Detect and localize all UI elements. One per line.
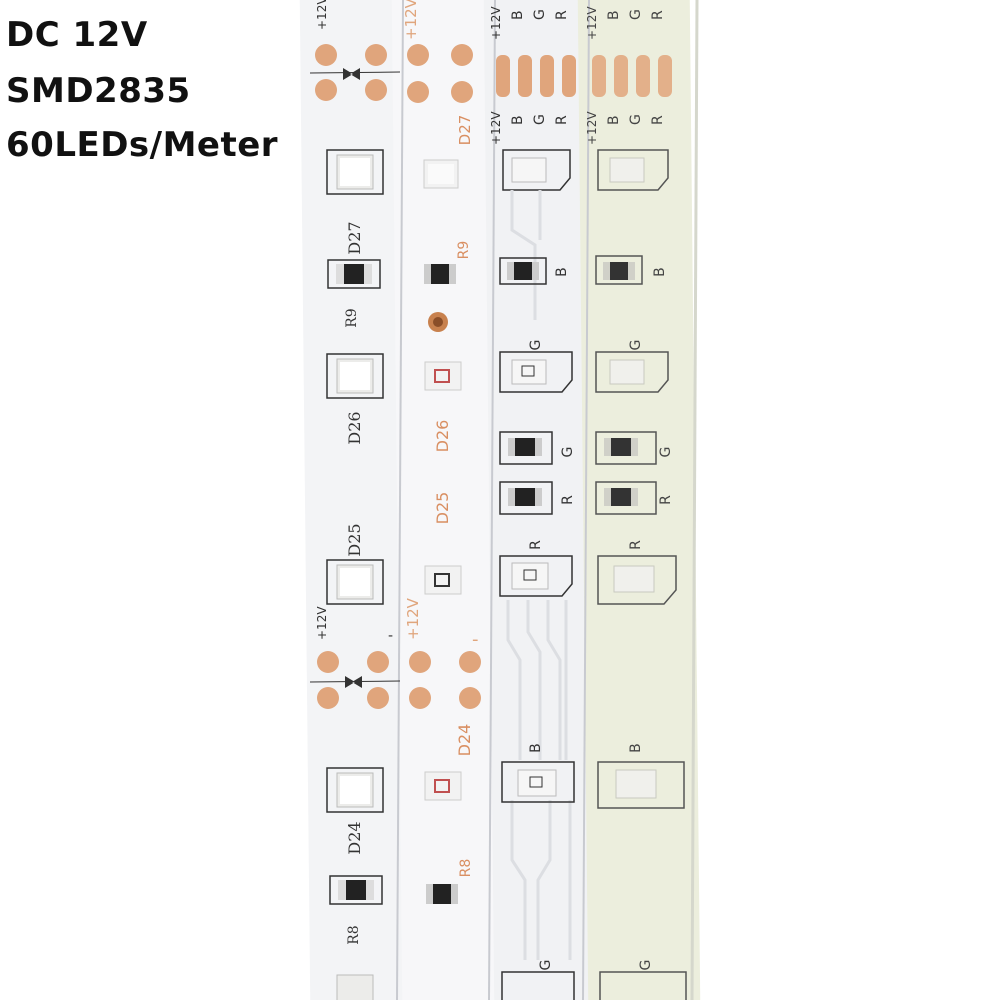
- label-d27: D27: [345, 221, 364, 254]
- pad-label-g-3: G: [532, 9, 548, 20]
- led-rgb-2-strip3: [499, 351, 573, 393]
- led-d26-strip2: [424, 361, 462, 391]
- label-g-bottom-4: G: [638, 960, 654, 971]
- led-d25-strip1: [326, 559, 384, 605]
- strip-2-pcb: [391, 0, 501, 1000]
- label-d24-2: D24: [455, 724, 474, 757]
- resistor-b-strip3: [499, 257, 547, 285]
- pad-label-r-3b: R: [554, 115, 570, 125]
- label-r-res-3: R: [560, 495, 576, 505]
- strip-1-pcb: [299, 0, 409, 1000]
- label-g-res-3: G: [560, 447, 576, 458]
- strip-3: +12V B G R +12V B G R B G G: [489, 6, 576, 1000]
- label-b-res-3: B: [554, 267, 570, 277]
- pad-label-12v-4: +12V: [585, 6, 599, 40]
- label-r8-2: R8: [458, 859, 474, 878]
- label-d25-2: D25: [433, 492, 452, 525]
- resistor-r9-strip1: [327, 259, 381, 289]
- pad-label-plus-mid: +12V: [315, 606, 329, 640]
- label-r-res-4: R: [658, 495, 674, 505]
- led-rgb-4-strip3: [501, 761, 575, 803]
- resistor-r-strip3: [499, 481, 553, 515]
- copper-pads-top-4: [592, 55, 672, 97]
- label-d26: D26: [345, 411, 364, 444]
- strip-1: +12V D27 R9 D26 D25: [309, 0, 401, 1000]
- resistor-g-strip4: [595, 431, 657, 465]
- resistor-r8-strip2: [426, 884, 458, 904]
- label-b-led-4: B: [628, 743, 644, 753]
- label-r9: R9: [344, 308, 360, 327]
- label-d26-2: D26: [433, 420, 452, 453]
- solder-pads-mid-1: [309, 651, 401, 709]
- pad-label-minus-2-mid: -: [472, 629, 479, 650]
- label-g-led-3: G: [528, 340, 544, 351]
- resistor-r9-strip2: [424, 264, 456, 284]
- led-rgb-1-strip3: [502, 149, 571, 191]
- led-d25-strip2: [424, 565, 462, 595]
- pad-label-12v-3b: +12V: [489, 111, 503, 145]
- pad-label-12v-4b: +12V: [585, 111, 599, 145]
- spec-density: 60LEDs/Meter: [6, 125, 279, 165]
- pad-label-r-4: R: [650, 10, 666, 20]
- label-r8: R8: [346, 925, 362, 944]
- label-r-led-4: R: [628, 540, 644, 550]
- led-d24-strip1: [326, 767, 384, 813]
- label-g-led-4: G: [628, 340, 644, 351]
- strip-4: +12V B G R +12V B G R B G G: [585, 6, 687, 1000]
- resistor-r-strip4: [595, 481, 657, 515]
- strip-4-pcb: [577, 0, 701, 1000]
- label-r9-2: R9: [456, 241, 472, 260]
- resistor-r8-strip1: [329, 875, 383, 905]
- led-d26-strip1: [326, 353, 384, 399]
- label-b-led-3: B: [528, 743, 544, 753]
- led-d27-strip1: [326, 149, 384, 195]
- led-rgb-2-strip4: [595, 351, 669, 393]
- led-rgb-1-strip4: [597, 149, 669, 191]
- resistor-b-strip4: [595, 255, 643, 285]
- solder-pads-mid-2: [409, 651, 481, 709]
- pad-label-b-4: B: [606, 10, 622, 20]
- led-rgb-3-strip4: [597, 555, 677, 605]
- pad-label-plus: +12V: [315, 0, 329, 30]
- led-rgb-4-strip4: [597, 761, 685, 809]
- led-d24-strip2: [424, 771, 462, 801]
- pad-label-plus-2: +12V: [402, 0, 420, 40]
- spec-chip: SMD2835: [6, 71, 191, 111]
- pad-label-g-4: G: [628, 9, 644, 20]
- pad-label-plus-2-mid: +12V: [404, 597, 422, 640]
- pad-label-g-4b: G: [628, 114, 644, 125]
- pad-label-g-3b: G: [532, 114, 548, 125]
- spec-voltage: DC 12V: [6, 15, 148, 55]
- led-d27-strip2: [423, 159, 459, 189]
- label-g-res-4: G: [658, 447, 674, 458]
- label-b-res-4: B: [652, 267, 668, 277]
- solder-pads-top-2: [407, 44, 473, 103]
- resistor-g-strip3: [499, 431, 553, 465]
- copper-pads-top-3: [496, 55, 576, 97]
- pad-label-minus-mid: -: [388, 628, 393, 644]
- pad-label-r-4b: R: [650, 115, 666, 125]
- pad-label-r-3: R: [554, 10, 570, 20]
- label-g-bottom-3: G: [538, 960, 554, 971]
- pad-label-b-4b: B: [606, 115, 622, 125]
- led-rgb-3-strip3: [499, 555, 573, 597]
- pad-label-12v-3: +12V: [489, 6, 503, 40]
- label-r-led-3: R: [528, 540, 544, 550]
- label-d25: D25: [345, 523, 364, 556]
- label-d27-2: D27: [456, 115, 474, 146]
- solder-pads-top-1: [309, 44, 401, 101]
- label-d24: D24: [345, 821, 364, 854]
- pad-label-b-3: B: [510, 10, 526, 20]
- strip-2: +12V D27 R9 D26 D25 +12V - D24: [402, 0, 481, 904]
- pad-label-b-3b: B: [510, 115, 526, 125]
